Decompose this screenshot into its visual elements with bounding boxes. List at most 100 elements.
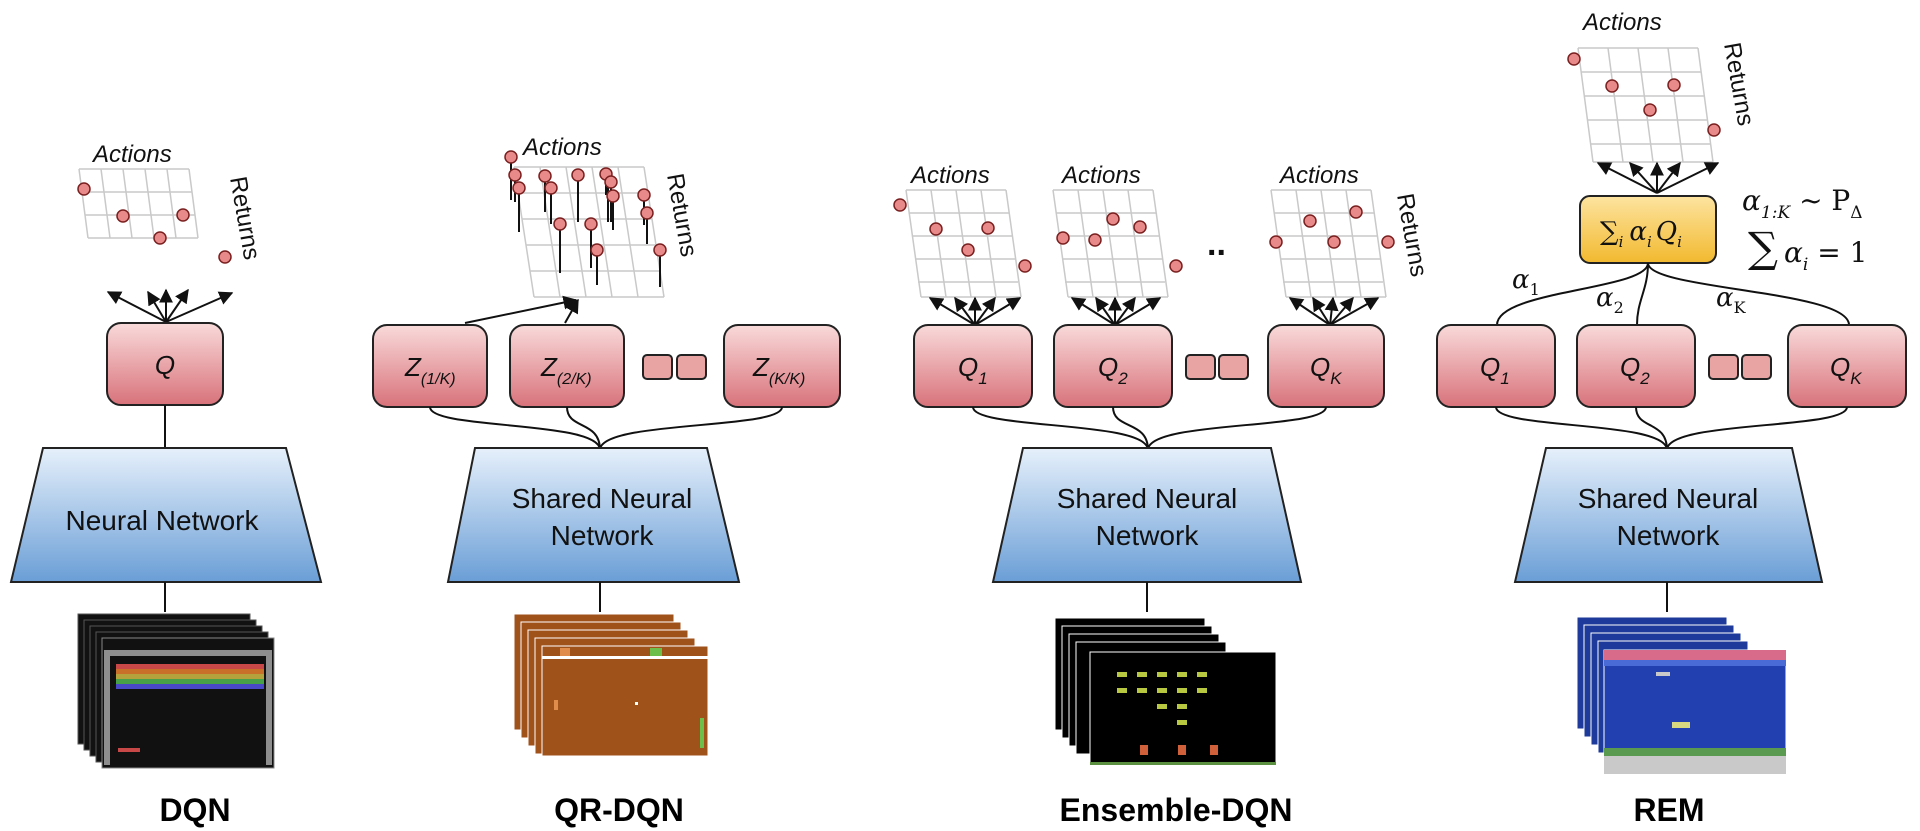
alpha-2-label: α2: [1596, 283, 1624, 317]
z-head-1-label: Z(1/K): [404, 352, 456, 388]
ellipsis-box: [1708, 354, 1739, 380]
return-dot: [1605, 79, 1619, 93]
connector: [1647, 262, 1850, 326]
z-head-k-label: Z(K/K): [752, 352, 805, 388]
return-dot: [1056, 231, 1070, 245]
returns-grid-1: [905, 189, 1022, 298]
z-head-2-label: Z(2/K): [540, 352, 592, 388]
arrow: [464, 295, 578, 324]
arrow: [564, 298, 579, 324]
returns-label: Returns: [1718, 40, 1759, 127]
arrow: [165, 291, 234, 323]
seaquest-blue-frames: [1576, 616, 1787, 775]
arrow: [147, 290, 167, 323]
returns-label: Returns: [661, 171, 702, 258]
q-head-1-label: Q1: [958, 352, 988, 388]
return-dot: [1707, 123, 1721, 137]
q-head-2-label: Q2: [1620, 352, 1650, 388]
grid-ellipsis: ..: [1207, 225, 1226, 263]
ellipsis-box: [1218, 354, 1249, 380]
panel-dqn: Actions Returns Q Neural Network: [9, 141, 323, 828]
return-dot: [1643, 103, 1657, 117]
return-dot: [153, 231, 167, 245]
return-dot: [176, 208, 190, 222]
actions-label: Actions: [1060, 162, 1141, 189]
panel-title: QR-DQN: [554, 792, 684, 828]
alpha-1-label: α1: [1512, 265, 1540, 299]
return-dot: [1269, 235, 1283, 249]
network-label-line-1: Shared Neural: [1578, 483, 1759, 514]
connector: [599, 406, 783, 451]
return-dot: [981, 221, 995, 235]
network-label-line-2: Network: [551, 520, 655, 551]
seaquest-frames: [513, 613, 709, 757]
connector: [1495, 406, 1668, 451]
arrows: [928, 296, 1380, 326]
connector: [1112, 406, 1149, 451]
connector: [1147, 406, 1327, 451]
ellipsis-box: [676, 354, 707, 380]
neural-network: [9, 447, 323, 583]
ellipsis-box: [642, 354, 673, 380]
return-dot: [1106, 212, 1120, 226]
actions-label: Actions: [1278, 162, 1359, 189]
return-dot: [1088, 233, 1102, 247]
shared-neural-network: [446, 447, 741, 583]
return-dot: [1133, 220, 1147, 234]
returns-label: Returns: [224, 174, 265, 261]
connector: [566, 406, 601, 451]
return-dot: [1169, 259, 1183, 273]
space-invaders-frames: [1054, 617, 1277, 766]
connector: [1496, 262, 1649, 326]
q-head-label: Q: [155, 350, 175, 380]
return-dot: [1327, 235, 1341, 249]
network-label: Neural Network: [66, 505, 260, 536]
network-label-line-1: Shared Neural: [1057, 483, 1238, 514]
actions-label: Actions: [909, 162, 990, 189]
network-label-line-1: Shared Neural: [512, 483, 693, 514]
return-dot: [116, 209, 130, 223]
ellipsis-box: [1741, 354, 1772, 380]
actions-label: Actions: [91, 141, 172, 168]
z-head-1: [372, 324, 488, 408]
z-head-2: [509, 324, 625, 408]
return-dot: [77, 182, 91, 196]
return-dot: [1567, 52, 1581, 66]
return-dot: [893, 198, 907, 212]
alpha-distribution-formula: α1:K ~ PΔ: [1742, 184, 1863, 223]
return-dot: [1018, 259, 1032, 273]
return-dot: [1349, 205, 1363, 219]
return-dot: [929, 222, 943, 236]
alpha-sum-formula: ∑αi = 1: [1748, 223, 1867, 275]
q-head-1-label: Q1: [1480, 352, 1510, 388]
shared-neural-network: [1513, 447, 1824, 583]
panel-qrdqn: Actions Returns Z(1/K) Z(2/K) Z(K/K) Sha…: [372, 134, 841, 828]
actions-label: Actions: [521, 134, 602, 161]
connector: [1636, 262, 1649, 326]
alpha-k-label: αK: [1716, 283, 1747, 317]
return-dot: [1303, 214, 1317, 228]
q-head-2-label: Q2: [1098, 352, 1128, 388]
breakout-frames: [77, 613, 275, 769]
connector: [429, 406, 601, 451]
connector: [972, 406, 1149, 451]
network-label-line-2: Network: [1096, 520, 1200, 551]
panel-title: Ensemble-DQN: [1060, 792, 1293, 828]
connector: [1635, 406, 1668, 451]
arrow: [165, 288, 189, 323]
returns-grid: [513, 166, 665, 298]
return-dot: [218, 250, 232, 264]
shared-neural-network: [991, 447, 1303, 583]
returns-grid: [78, 168, 199, 239]
ellipsis-box: [1185, 354, 1216, 380]
connector: [1666, 406, 1848, 451]
returns-grid-2: [1052, 189, 1169, 298]
panel-title: DQN: [159, 792, 230, 828]
return-dot: [1381, 235, 1395, 249]
panel-ensemble: Actions Actions Actions Returns .. Q1: [893, 162, 1432, 828]
actions-label: Actions: [1581, 9, 1662, 36]
arrows: [1596, 161, 1720, 194]
